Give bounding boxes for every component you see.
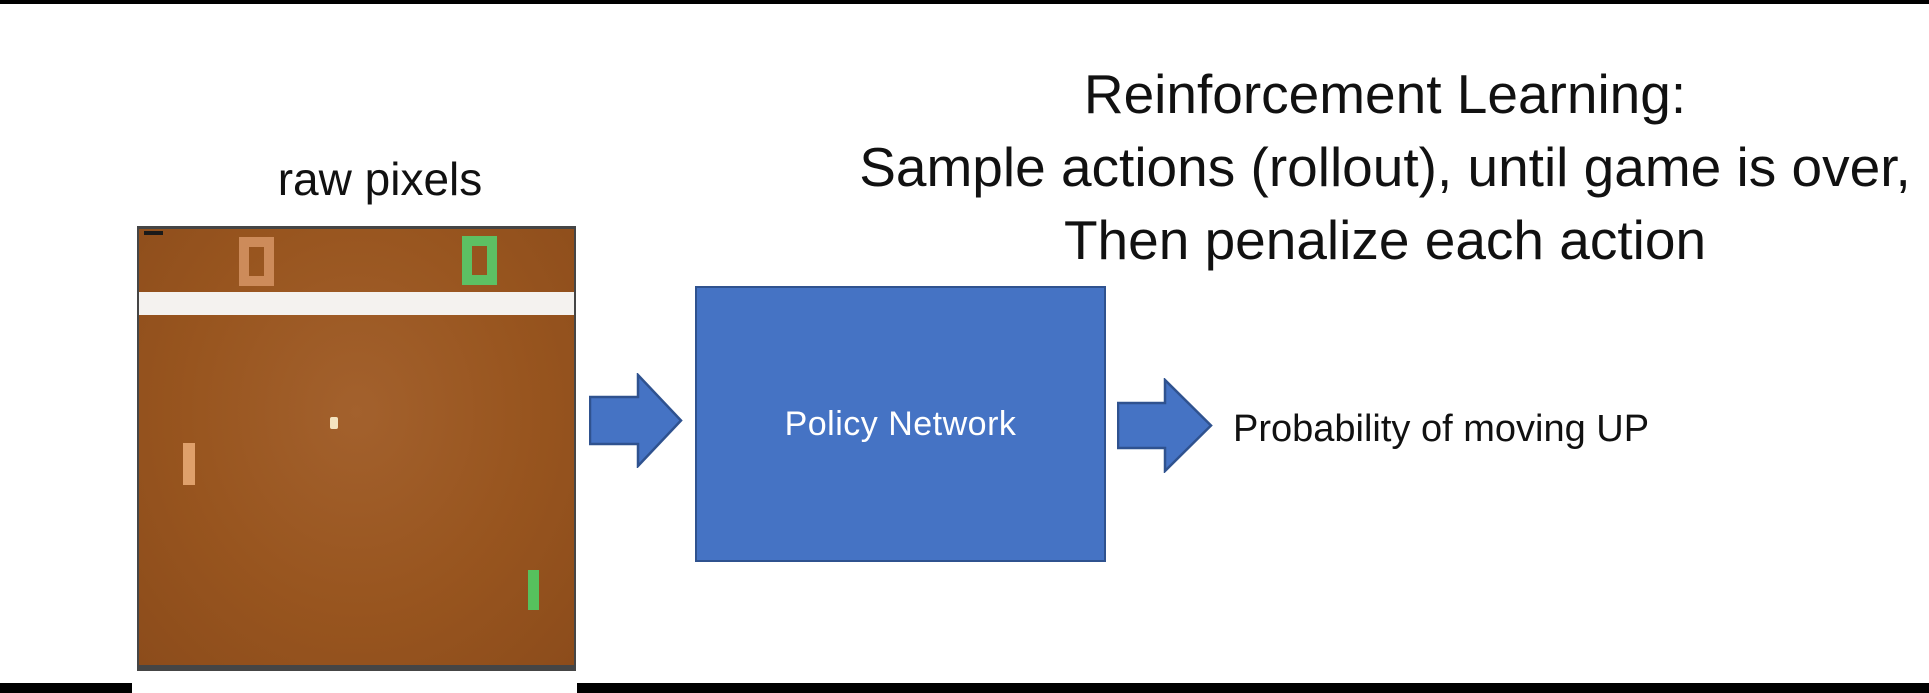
input-arrow-icon: [589, 373, 683, 468]
output-arrow-icon: [1117, 378, 1213, 473]
left-paddle: [183, 443, 195, 485]
title-line-3: Then penalize each action: [1063, 209, 1707, 271]
pong-game-screenshot: [137, 226, 576, 671]
right-player-score-digit: [462, 236, 497, 285]
pong-ball: [330, 417, 338, 429]
top-black-bar: [0, 0, 1929, 4]
bottom-black-bar-left: [0, 683, 132, 693]
screen-corner-artifact: [144, 231, 163, 235]
slide-title: Reinforcement Learning: Sample actions (…: [760, 58, 1929, 277]
output-probability-label: Probability of moving UP: [1233, 408, 1650, 450]
score-divider-stripe: [139, 292, 574, 315]
title-line-2: Sample actions (rollout), until game is …: [859, 136, 1911, 198]
pong-field: [139, 229, 574, 665]
right-paddle: [528, 570, 539, 610]
policy-network-label: Policy Network: [784, 404, 1017, 443]
left-player-score-digit: [239, 237, 274, 286]
raw-pixels-caption: raw pixels: [277, 153, 483, 205]
policy-network-box: Policy Network: [695, 286, 1106, 562]
bottom-black-bar-right: [577, 683, 1929, 693]
title-line-1: Reinforcement Learning:: [1083, 63, 1687, 125]
